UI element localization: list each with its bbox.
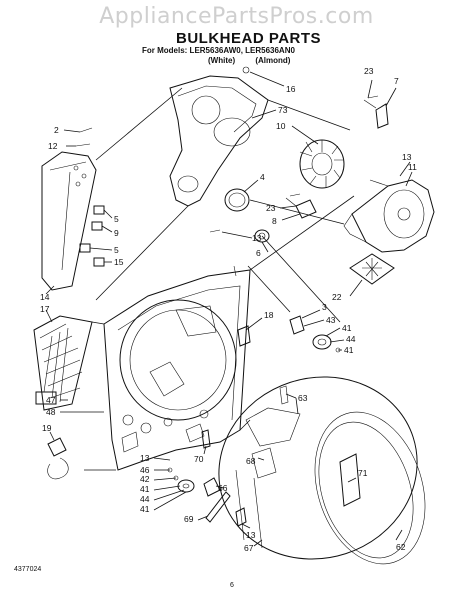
callout-23-top: 23 <box>364 66 374 76</box>
callout-13-right: 13 <box>402 152 412 162</box>
blower-housing <box>169 66 269 207</box>
callout-42: 42 <box>140 474 150 484</box>
callout-69: 69 <box>184 514 194 524</box>
callout-66: 66 <box>218 483 228 493</box>
callout-8: 8 <box>272 216 277 226</box>
page-number: 6 <box>230 582 234 589</box>
drum <box>218 376 426 565</box>
callout-46: 46 <box>140 465 150 475</box>
callout-44-lower: 44 <box>140 494 150 504</box>
thermostats <box>79 205 105 267</box>
callout-67: 67 <box>244 543 254 553</box>
callout-13-bottom: 13 <box>246 530 256 540</box>
callout-5-upper: 5 <box>114 214 119 224</box>
callout-63: 63 <box>298 393 308 403</box>
heater-duct <box>41 151 97 291</box>
fasteners <box>75 95 379 277</box>
assembly-lines <box>84 87 355 471</box>
callout-41-lower-b: 41 <box>140 504 150 514</box>
callout-73: 73 <box>278 105 288 115</box>
sensor-bracket <box>285 197 317 219</box>
heating-element <box>33 315 93 411</box>
callout-5-lower: 5 <box>114 245 119 255</box>
diagram-title: BULKHEAD PARTS <box>176 30 322 47</box>
thermal-fuse <box>47 437 69 480</box>
seal-ring <box>224 188 250 212</box>
watermark-text: AppliancePartsPros.com <box>99 4 374 29</box>
motor-clip <box>363 99 389 129</box>
callout-70: 70 <box>194 454 204 464</box>
drive-motor <box>343 179 435 253</box>
callout-16: 16 <box>286 84 296 94</box>
callout-47: 47 <box>46 395 56 405</box>
callout-23-middle: 23 <box>266 203 276 213</box>
callout-44-right: 44 <box>346 334 356 344</box>
callouts: 16 73 10 23 7 2 12 4 5 9 5 15 23 <box>40 66 417 553</box>
callout-10: 10 <box>276 121 286 131</box>
blower-wheel <box>299 139 345 189</box>
callout-18: 18 <box>264 310 274 320</box>
callout-41-right-lower: 41 <box>344 345 354 355</box>
callout-6: 6 <box>256 248 261 258</box>
callout-48: 48 <box>46 407 56 417</box>
callout-17: 17 <box>40 304 50 314</box>
callout-14: 14 <box>40 292 50 302</box>
callout-2: 2 <box>54 125 59 135</box>
callout-4: 4 <box>260 172 265 182</box>
callout-12: 12 <box>48 141 58 151</box>
callout-11: 11 <box>408 162 417 172</box>
model-numbers: For Models: LER5636AW0, LER5636AN0 <box>142 46 295 55</box>
callout-7: 7 <box>394 76 399 86</box>
callout-22: 22 <box>332 292 342 302</box>
callout-41-lower-a: 41 <box>140 484 150 494</box>
callout-3: 3 <box>322 302 327 312</box>
cabinet-switch <box>237 325 251 347</box>
callout-19: 19 <box>42 423 52 433</box>
callout-9: 9 <box>114 228 119 238</box>
callout-13-lower-left: 13 <box>140 453 150 463</box>
rear-bulkhead-panel <box>103 269 251 471</box>
callout-41-right-upper: 41 <box>342 323 352 333</box>
model-color-labels: (White) (Almond) <box>208 56 291 65</box>
callout-43: 43 <box>326 315 336 325</box>
callout-62: 62 <box>396 542 406 552</box>
document-id: 4377024 <box>14 566 42 573</box>
callout-13-center: 13 <box>252 233 262 243</box>
callout-68: 68 <box>246 456 256 466</box>
callout-15: 15 <box>114 257 124 267</box>
callout-71: 71 <box>358 468 368 478</box>
drum-baffle <box>339 453 361 507</box>
access-cover-plate <box>349 253 395 285</box>
